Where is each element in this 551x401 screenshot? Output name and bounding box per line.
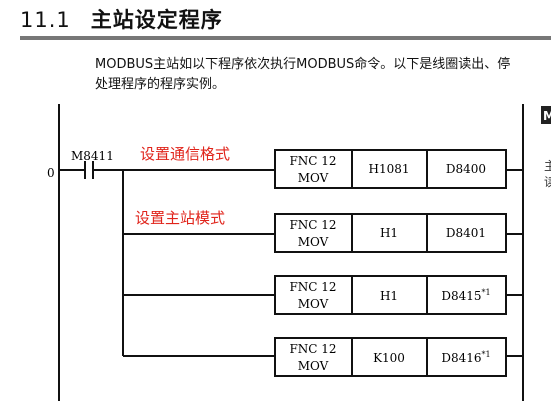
annotation-master-mode: 设置主站模式 xyxy=(135,209,225,227)
op-name: MOV xyxy=(298,359,329,373)
instruction-row-4: FNC 12 MOV K100 D8416*1 xyxy=(274,337,507,377)
annotation-comm-format: 设置通信格式 xyxy=(140,145,230,163)
cutoff-label-box xyxy=(541,106,551,124)
cutoff-label: M xyxy=(543,109,551,123)
section-number: 11.1 xyxy=(20,8,71,32)
fnc-code: FNC 12 xyxy=(289,342,336,356)
op-name: MOV xyxy=(298,171,329,185)
fnc-code: FNC 12 xyxy=(289,218,336,232)
intro-line-1: MODBUS主站如以下程序依次执行MODBUS命令。以下是线圈读出、停 xyxy=(95,57,511,72)
heading-rule xyxy=(20,36,551,40)
dest-operand: D8415*1 xyxy=(441,288,490,303)
source-operand: H1081 xyxy=(368,162,409,176)
dest-operand: D8416*1 xyxy=(441,350,490,365)
op-name: MOV xyxy=(298,235,329,249)
instruction-row-3: FNC 12 MOV H1 D8415*1 xyxy=(274,275,507,315)
op-name: MOV xyxy=(298,297,329,311)
section-title: 主站设定程序 xyxy=(90,8,223,32)
fnc-code: FNC 12 xyxy=(289,154,336,168)
instruction-row-2: FNC 12 MOV H1 D8401 xyxy=(274,213,507,253)
fnc-code: FNC 12 xyxy=(289,280,336,294)
cutoff-text-1: 主 xyxy=(544,159,551,173)
source-operand: H1 xyxy=(380,226,398,240)
dest-operand: D8401 xyxy=(446,226,486,240)
section-heading: 11.1 主站设定程序 xyxy=(20,4,223,34)
source-operand: H1 xyxy=(380,289,398,303)
step-number: 0 xyxy=(47,166,55,180)
contact-label: M8411 xyxy=(71,149,114,163)
instruction-row-1: FNC 12 MOV H1081 D8400 xyxy=(274,149,507,189)
intro-line-2: 处理程序的程序实例。 xyxy=(95,77,226,92)
cutoff-text-2: 读 xyxy=(544,175,551,189)
source-operand: K100 xyxy=(373,351,405,365)
dest-operand: D8400 xyxy=(446,162,486,176)
contact-m8411 xyxy=(84,161,94,179)
